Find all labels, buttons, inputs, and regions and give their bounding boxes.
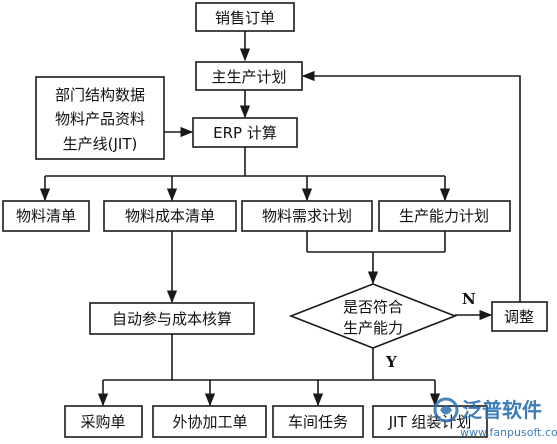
node-erp-calc [192,117,298,148]
node-auto-costing [89,302,255,335]
label-jit-plan: JIT 组装计划 [388,413,472,431]
label-inputs-line2: 物料产品资料 [55,110,145,128]
label-erp-calc: ERP 计算 [213,124,277,142]
label-bom: 物料清单 [16,207,76,225]
node-workshop-task [272,405,364,438]
label-inputs-line3: 生产线(JIT) [63,135,138,153]
label-inputs-line1: 部门结构数据 [55,86,145,104]
watermark-icon [433,397,459,423]
connectors [39,31,521,407]
node-mrp [241,200,373,232]
label-auto-costing: 自动参与成本核算 [112,310,232,328]
edge-label-yes: Y [385,353,397,371]
node-inputs [35,76,165,160]
watermark-logo: 泛普软件 www.fanpusoft.com [433,397,557,439]
node-bom [2,200,90,232]
node-material-cost [103,200,237,232]
node-sales-order [195,2,295,32]
node-purchase-order [64,405,143,438]
label-adjust: 调整 [504,308,534,326]
label-mrp: 物料需求计划 [262,207,352,225]
watermark-brand: 泛普软件 [462,398,542,422]
label-outsource-order: 外协加工单 [172,413,247,431]
label-sales-order: 销售订单 [215,9,275,27]
watermark-url: www.fanpusoft.com [460,426,557,439]
label-workshop-task: 车间任务 [288,413,348,431]
edge-adjust-to-plan [301,70,521,302]
label-material-cost: 物料成本清单 [125,207,215,225]
label-master-plan: 主生产计划 [211,68,286,86]
edge-label-no: N [462,290,476,308]
node-adjust [491,301,548,332]
node-outsource-order [152,405,267,438]
label-purchase-order: 采购单 [80,413,125,431]
label-capacity-plan: 生产能力计划 [399,207,489,225]
node-jit-plan [372,405,488,438]
node-capacity-plan [378,200,511,232]
label-decision-line2: 生产能力 [343,319,403,337]
label-decision-line1: 是否符合 [343,298,403,316]
node-master-plan [195,61,303,91]
node-decision [288,283,458,349]
